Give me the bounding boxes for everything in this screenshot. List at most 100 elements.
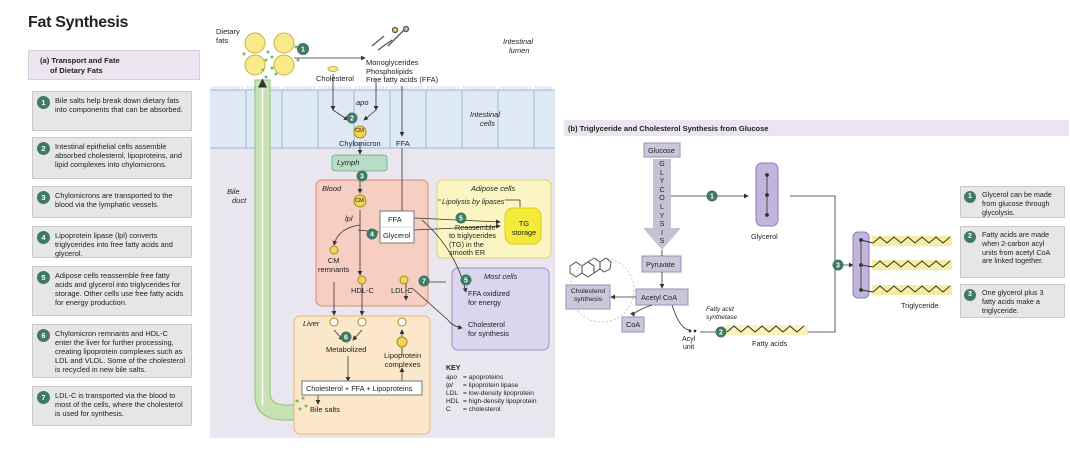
ldl-c-label: LDL-C — [391, 286, 413, 295]
step-text: Chylomicron remnants and HDL-C enter the… — [55, 329, 185, 374]
chylomicron-particle — [353, 125, 367, 139]
reassemble-line4: smooth ER — [449, 247, 486, 257]
panel-b-badges — [706, 190, 844, 338]
key-def: = low-density lipoprotein — [463, 389, 534, 397]
ffa-label-epithelium: FFA — [396, 139, 410, 148]
step-a-2: 2 Intestinal epithelial cells assemble a… — [32, 137, 192, 179]
liver-particle-3 — [397, 317, 407, 327]
chylomicron-label: Chylomicron — [339, 139, 381, 148]
reassemble-line1: Reassemble — [455, 223, 496, 232]
bile-line2: duct — [232, 196, 247, 205]
liver-particle-1 — [329, 317, 339, 327]
panel-a-heading-line2: of Dietary Fats — [50, 66, 103, 75]
chol-synthesis-a-label: Cholesterol for synthesis — [468, 320, 509, 338]
glycolysis-label: G L Y C O L Y S I S — [658, 161, 666, 247]
svg-text:7: 7 — [422, 279, 426, 286]
key-def: = lipoprotein lipase — [463, 381, 519, 389]
svg-text:5: 5 — [459, 216, 463, 223]
cholesterol-synthesis-b-label: Cholesterol synthesis — [568, 288, 608, 305]
lumen-line1: Intestinal — [503, 37, 534, 46]
step-text: Fatty acids are made when 2-carbon acyl … — [982, 230, 1050, 266]
panel-b-heading: (b) Triglyceride and Cholesterol Synthes… — [568, 124, 769, 133]
key-abbr: apo — [446, 373, 458, 381]
most-cells-region — [451, 267, 550, 351]
key-row: C= cholesterol — [446, 406, 537, 414]
bile-salt-dots-liver — [295, 396, 308, 411]
fas-line2: synthetase — [706, 313, 737, 321]
tg-storage-region — [504, 207, 542, 245]
panel-a-heading-line1: (a) Transport and Fate — [40, 56, 120, 65]
svg-text:3: 3 — [836, 263, 840, 270]
step-number: 4 — [37, 231, 50, 244]
key-abbr: HDL — [446, 397, 460, 405]
cs-line1: Cholesterol — [570, 288, 606, 295]
glycolysis-letter: S — [659, 221, 665, 229]
dietary-fats-line2: fats — [216, 36, 229, 45]
dietary-fats-line1: Dietary — [216, 27, 240, 36]
key-abbr: C — [446, 405, 451, 413]
acetyl-coa-label: Acetyl CoA — [641, 293, 678, 302]
diagram-step-badge-labels: 1 2 3 4 5 7 5 6 — [301, 47, 468, 342]
glycolysis-letter: S — [659, 238, 665, 246]
step-a-4: 4 Lipoprotein lipase (lpl) converts trig… — [32, 226, 192, 258]
ffa-oxidized-line2: for energy — [468, 297, 501, 307]
acyl-line2: unit — [682, 344, 695, 352]
chol-synth-line2: for synthesis — [468, 328, 509, 338]
cm-remnant-particle — [329, 245, 339, 255]
cm-remnants-label: CM remnants — [318, 256, 350, 274]
step-number: 1 — [964, 191, 976, 203]
step-a-1: 1 Bile salts help break down dietary fat… — [32, 91, 192, 131]
key-title: KEY — [446, 365, 461, 372]
coa-box — [621, 316, 645, 333]
hdl-c-label: HDL-C — [351, 286, 374, 295]
key-abbr: lpl — [446, 381, 453, 389]
triglyceride-chains — [860, 236, 952, 295]
svg-text:5: 5 — [464, 278, 468, 285]
cholesterol-ring-icon — [569, 257, 612, 278]
coa-label: CoA — [626, 320, 641, 329]
bile-salt-dots — [242, 45, 300, 79]
step-number: 3 — [37, 191, 50, 204]
liver-products-label: Cholesterol + FFA + Lipoproteins — [306, 384, 413, 393]
lipid-fragments-icon — [371, 25, 410, 51]
reassemble-label: Reassemble to triglycerides (TG) in the … — [449, 223, 497, 257]
lipoprotein-line1: Lipoprotein — [384, 351, 422, 360]
glycolysis-letter: Y — [659, 212, 665, 220]
acyl-line1: Acyl — [682, 336, 696, 343]
glycolysis-letter: I — [661, 229, 663, 237]
diagram-step-badges — [340, 112, 472, 343]
intestinal-cells-label: Intestinal cells — [470, 110, 500, 128]
adipose-label: Adipose cells — [471, 184, 516, 193]
key-row: LDL= low-density lipoprotein — [446, 390, 537, 398]
key-row: HDL= high-density lipoprotein — [446, 398, 537, 406]
svg-text:2: 2 — [350, 116, 354, 123]
panel-a-heading: (a) Transport and Fate of Dietary Fats — [28, 50, 200, 80]
dietary-fats-label: Dietary fats — [216, 27, 240, 45]
ffa-oxidized-line1: FFA oxidized — [468, 289, 510, 298]
reassemble-line2: to triglycerides — [449, 231, 497, 241]
tg-storage-label: TG storage — [510, 219, 538, 237]
chylomicron-blood-particle — [353, 194, 367, 208]
acyl-unit-label: Acyl unit — [682, 336, 695, 353]
lipolysis-label: Lipolysis by lipases — [441, 197, 506, 206]
pyruvate-label: Pyruvate — [646, 260, 675, 269]
phospholipids-label: Phospholipids — [366, 66, 413, 76]
badge-a-1 — [297, 43, 309, 55]
panel-b-heading-bar — [564, 120, 1069, 136]
lumen-line2: lumen — [509, 46, 530, 55]
glycolysis-letter: C — [659, 186, 665, 194]
page-title: Fat Synthesis — [28, 14, 129, 31]
lipoprotein-line2: complexes — [384, 360, 421, 369]
cm-remnants-line2: remnants — [318, 264, 350, 274]
key-row: apo= apoproteins — [446, 374, 537, 382]
chol-synth-line1: Cholesterol — [468, 320, 505, 329]
ldl-particle — [399, 275, 409, 285]
lymph-box — [331, 154, 388, 172]
cm-label-2: CM — [355, 198, 365, 204]
apo-label: apo — [356, 98, 369, 107]
step-number: 5 — [37, 271, 50, 284]
step-a-3: 3 Chylomicrons are transported to the bl… — [32, 186, 192, 218]
lipoprotein-particle — [396, 336, 408, 348]
monoglycerides-label: Monoglycerides — [366, 58, 419, 67]
step-text: Bile salts help break down dietary fats … — [55, 96, 183, 114]
